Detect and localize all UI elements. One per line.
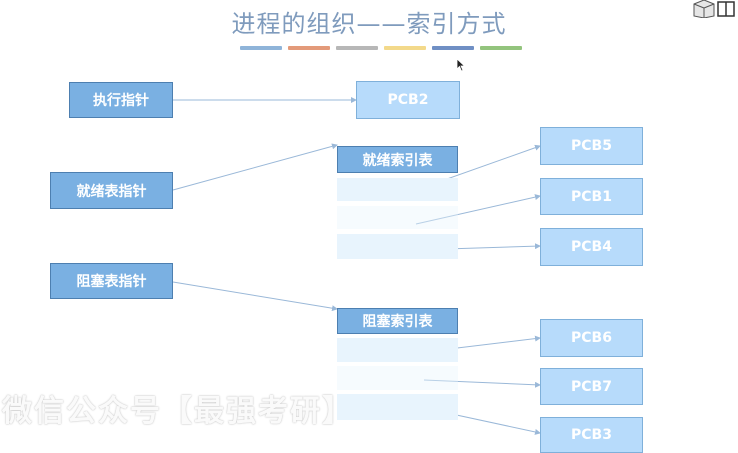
pcb1-box[interactable]: PCB1 bbox=[540, 178, 643, 215]
ready-index-row-2 bbox=[337, 206, 458, 229]
pcb7-box[interactable]: PCB7 bbox=[540, 368, 643, 405]
accent-bar-5 bbox=[432, 46, 474, 50]
pcb2-box[interactable]: PCB2 bbox=[356, 81, 460, 119]
arrow-ready-to-table bbox=[172, 143, 338, 191]
blocked-pointer-box[interactable]: 阻塞表指针 bbox=[50, 263, 173, 299]
window-corner-icon[interactable] bbox=[690, 0, 738, 19]
blocked-index-row-1 bbox=[337, 338, 458, 362]
ready-index-table-header[interactable]: 就绪索引表 bbox=[337, 146, 458, 173]
pcb4-box[interactable]: PCB4 bbox=[540, 228, 643, 266]
watermark-text: 微信公众号【最强考研】 bbox=[2, 394, 354, 429]
accent-bar-6 bbox=[480, 46, 522, 50]
accent-bar-3 bbox=[336, 46, 378, 50]
pcb3-box[interactable]: PCB3 bbox=[540, 417, 643, 453]
blocked-index-row-2 bbox=[337, 366, 458, 390]
ready-pointer-box[interactable]: 就绪表指针 bbox=[50, 172, 173, 209]
accent-bar-1 bbox=[240, 46, 282, 50]
slide-title: 进程的组织——索引方式 bbox=[231, 10, 507, 38]
arrow-blocked-to-table bbox=[172, 281, 338, 312]
ready-index-row-1 bbox=[337, 178, 458, 201]
pcb6-box[interactable]: PCB6 bbox=[540, 319, 643, 357]
blocked-index-row-3 bbox=[337, 394, 458, 420]
pcb5-box[interactable]: PCB5 bbox=[540, 127, 643, 165]
mouse-cursor-icon bbox=[456, 57, 466, 76]
blocked-index-table-header[interactable]: 阻塞索引表 bbox=[337, 308, 458, 334]
accent-bar-2 bbox=[288, 46, 330, 50]
exec-pointer-box[interactable]: 执行指针 bbox=[69, 82, 173, 118]
ready-index-row-3 bbox=[337, 234, 458, 259]
accent-bar-4 bbox=[384, 46, 426, 50]
